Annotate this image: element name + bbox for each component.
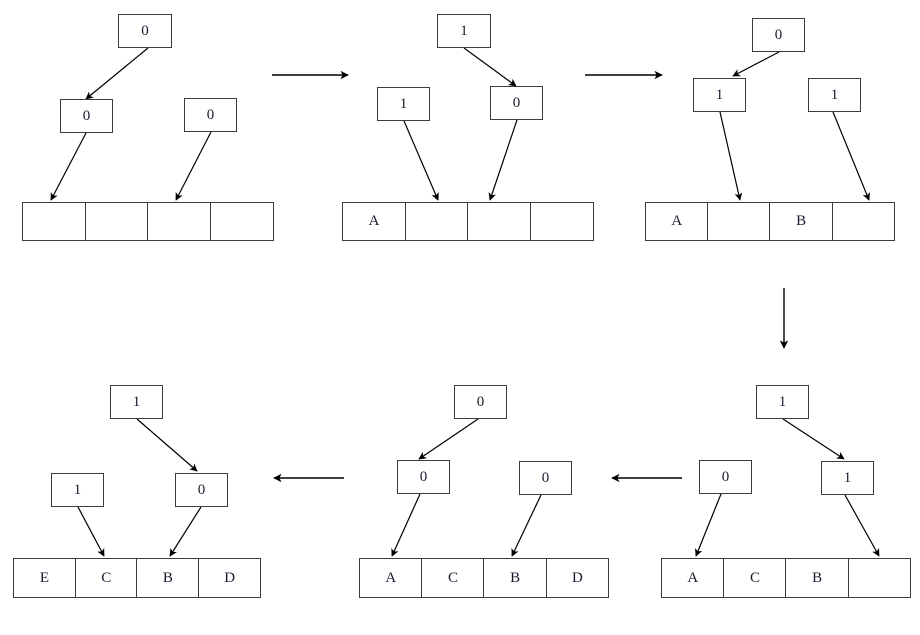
panel-1-edge-root-to-left (85, 47, 149, 100)
panel-1-edge-right-to-cell3 (175, 131, 212, 201)
panel-6-edge-left-to-cell2 (77, 506, 105, 557)
panel-3-node-root[interactable]: 0 (752, 18, 805, 52)
panel-5-node-right-node[interactable]: 0 (519, 461, 572, 495)
panel-1-node-right-node[interactable]: 0 (184, 98, 237, 132)
panel-6-array-cell-3[interactable]: B (136, 558, 200, 598)
panel-1-node-left-child[interactable]: 0 (60, 99, 113, 133)
panel-3-array-cell-3[interactable]: B (769, 202, 833, 241)
panel-2-node-left-child[interactable]: 1 (377, 87, 430, 121)
panel-6-array-cell-2[interactable]: C (74, 558, 138, 598)
panel-6-edge-right-to-cell3 (169, 506, 202, 557)
panel-5-edge-right-to-cell3 (511, 494, 542, 557)
panel-2-edge-right-to-cell3 (488, 119, 518, 201)
panel-1-node-root[interactable]: 0 (118, 14, 172, 48)
panel-2-array-cell-3[interactable] (467, 202, 532, 241)
panel-5-array-cell-3[interactable]: B (483, 558, 547, 598)
panel-1-array-cell-4[interactable] (210, 202, 275, 241)
panel-3-node-left-child[interactable]: 1 (693, 78, 746, 112)
panel-5-array-cell-4[interactable]: D (545, 558, 610, 598)
panel-3-edge-root-to-left (732, 51, 780, 77)
panel-2-array-cell-1[interactable]: A (342, 202, 406, 241)
panel-2-edge-left-to-cell2 (403, 120, 439, 201)
panel-2-node-right-child[interactable]: 0 (490, 86, 543, 120)
panel-5-edge-root-to-left (418, 418, 479, 460)
panel-1-array-cell-3[interactable] (147, 202, 212, 241)
panel-4-array-cell-3[interactable]: B (785, 558, 849, 598)
panel-4-edge-root-to-right (782, 418, 845, 460)
panel-6-array-cell-1[interactable]: E (13, 558, 76, 598)
panel-3-array-cell-1[interactable]: A (645, 202, 709, 241)
panel-3-edge-left-to-cell2 (719, 111, 743, 201)
panel-4-node-right-child[interactable]: 1 (821, 461, 874, 495)
panel-2-node-root[interactable]: 1 (437, 14, 491, 48)
panel-2-array-cell-2[interactable] (404, 202, 469, 241)
panel-1-array-cell-1[interactable] (22, 202, 86, 241)
flow-arrows (272, 70, 789, 483)
panel-5-node-root[interactable]: 0 (454, 385, 507, 419)
panel-4-array-cell-4[interactable] (847, 558, 912, 598)
panel-2-array-2: A (342, 202, 598, 241)
panel-5-array-cell-1[interactable]: A (359, 558, 423, 598)
panel-2-array-cell-4[interactable] (530, 202, 595, 241)
panel-4-node-left-node[interactable]: 0 (699, 460, 752, 494)
panel-6-node-left-node[interactable]: 1 (51, 473, 104, 507)
panel-4-array-cell-2[interactable]: C (723, 558, 787, 598)
panel-2-edge-root-to-right (463, 47, 517, 87)
panel-6-array-cell-4[interactable]: D (198, 558, 262, 598)
panel-5-edge-left-to-cell1 (391, 493, 421, 557)
panel-4-array-cell-1[interactable]: A (661, 558, 725, 598)
panel-5-array-cell-2[interactable]: C (421, 558, 485, 598)
panel-4-edge-left-to-cell1 (695, 493, 722, 557)
panel-5-node-left-child[interactable]: 0 (397, 460, 450, 494)
panel-6-node-right-child[interactable]: 0 (175, 473, 228, 507)
panel-3-node-right-node[interactable]: 1 (808, 78, 861, 112)
panel-3-edge-right-to-cell4 (832, 111, 870, 201)
panel-6-edge-root-to-right (136, 418, 198, 472)
panel-1-array-cell-2[interactable] (84, 202, 149, 241)
panel-1-edge-left-to-cell1 (50, 132, 87, 201)
panel-6-node-root[interactable]: 1 (110, 385, 163, 419)
panel-1-array-1 (22, 202, 278, 241)
panel-4-node-root[interactable]: 1 (756, 385, 809, 419)
panel-3-array-cell-2[interactable] (707, 202, 771, 241)
panel-4-edge-right-to-cell4 (844, 494, 880, 557)
panel-3-array-cell-4[interactable] (831, 202, 896, 241)
